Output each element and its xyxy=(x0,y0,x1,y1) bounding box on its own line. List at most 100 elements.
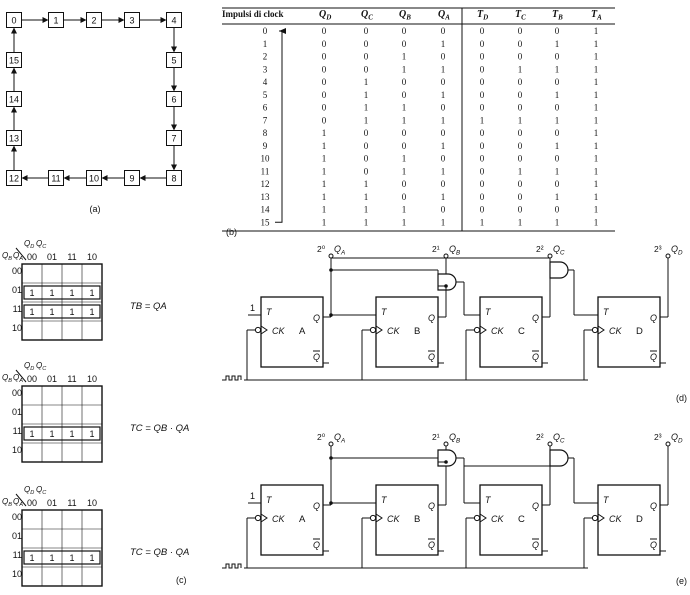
cell-r11-c8: 1 xyxy=(594,166,599,176)
flipflop-t-pin: T xyxy=(266,495,273,505)
cell-r6-c0: 6 xyxy=(263,103,268,113)
cell-r1-c0: 1 xyxy=(263,39,268,49)
flipflop-q-label: Q xyxy=(428,501,435,511)
cell-r1-c6: 0 xyxy=(518,39,523,49)
cell-r12-c6: 0 xyxy=(518,179,523,189)
cell-r1-c3: 0 xyxy=(402,39,407,49)
cell-r2-c7: 0 xyxy=(555,52,560,62)
flipflop-ck-pin: CK xyxy=(387,326,400,336)
cell-r4-c7: 0 xyxy=(555,77,560,87)
kmap-cell: 1 xyxy=(29,307,34,317)
output-weight: 2⁰ xyxy=(317,244,326,254)
output-terminal xyxy=(665,441,671,447)
cell-r15-c8: 1 xyxy=(594,217,599,227)
cell-r11-c3: 1 xyxy=(402,166,407,176)
cell-r1-c2: 0 xyxy=(364,39,369,49)
kmap-top-var: QD xyxy=(24,239,34,250)
cell-r14-c7: 0 xyxy=(555,205,560,215)
cell-r12-c8: 1 xyxy=(594,179,599,189)
cell-r9-c3: 0 xyxy=(402,141,407,151)
cell-r8-c7: 0 xyxy=(555,128,560,138)
cell-r11-c5: 0 xyxy=(480,166,485,176)
flipflop-qbar-label: Q xyxy=(532,540,539,550)
flipflop-q-label: Q xyxy=(532,313,539,323)
clock-triangle xyxy=(375,325,383,335)
state-label-1: 1 xyxy=(53,16,58,26)
kmap-cell: 1 xyxy=(69,553,74,563)
clock-bubble xyxy=(473,514,481,522)
flipflop-qbar-label: Q xyxy=(428,540,435,550)
and-gate-1 xyxy=(437,449,457,467)
cell-r7-c7: 1 xyxy=(555,115,560,125)
kmap-cell: 1 xyxy=(29,288,34,298)
cell-r6-c8: 1 xyxy=(594,103,599,113)
cell-r9-c1: 1 xyxy=(322,141,327,151)
kmap-row-00: 00 xyxy=(12,512,22,522)
cell-r15-c4: 1 xyxy=(441,217,446,227)
kmap-group-loop xyxy=(23,285,101,300)
state-label-12: 12 xyxy=(9,174,19,184)
cell-r13-c7: 1 xyxy=(555,192,560,202)
clock-bubble xyxy=(369,326,377,334)
cell-r2-c4: 0 xyxy=(441,52,446,62)
kmap-equation: TB = QA xyxy=(130,301,167,312)
cell-r7-c8: 1 xyxy=(594,115,599,125)
cell-r11-c6: 1 xyxy=(518,166,523,176)
flipflop-t-pin: T xyxy=(485,307,492,317)
panel-e-caption: (e) xyxy=(676,576,687,586)
panel-c-caption: (c) xyxy=(176,575,187,585)
clock-bubble xyxy=(254,514,262,522)
clock-waveform xyxy=(222,563,242,569)
panel-b-caption: (b) xyxy=(226,227,237,237)
flipflop-name: A xyxy=(299,326,306,337)
kmap-col-11: 11 xyxy=(67,374,76,384)
cell-r14-c8: 1 xyxy=(594,205,599,215)
flipflop-q-label: Q xyxy=(313,501,320,511)
kmap-side-var: QB xyxy=(2,497,12,508)
cell-r8-c3: 0 xyxy=(402,128,407,138)
state-label-2: 2 xyxy=(91,16,96,26)
kmap-side-var2: QA xyxy=(13,373,23,384)
kmap-row-01: 01 xyxy=(12,285,22,295)
cell-r6-c7: 0 xyxy=(555,103,560,113)
kmap-row-01: 01 xyxy=(12,531,22,541)
kmap-cell: 1 xyxy=(69,307,74,317)
cell-r9-c7: 1 xyxy=(555,141,560,151)
flipflop-qbar-label: Q xyxy=(650,352,657,362)
kmap-row-01: 01 xyxy=(12,407,22,417)
cell-r11-c2: 0 xyxy=(364,166,369,176)
cell-r5-c2: 1 xyxy=(364,90,369,100)
kmap-cell: 1 xyxy=(29,429,34,439)
kmap-col-00: 00 xyxy=(27,374,37,384)
kmap-side-var: QB xyxy=(2,373,12,384)
output-terminal xyxy=(328,253,334,259)
output-weight: 2¹ xyxy=(432,432,440,442)
clock-triangle xyxy=(260,513,268,523)
output-weight: 2³ xyxy=(654,244,662,254)
kmap-cell: 1 xyxy=(49,288,54,298)
and-gate-1 xyxy=(437,273,457,291)
clock-bubble xyxy=(369,514,377,522)
cell-r4-c5: 0 xyxy=(480,77,485,87)
output-terminal xyxy=(665,253,671,259)
cell-r10-c0: 10 xyxy=(261,154,271,164)
cell-r8-c5: 0 xyxy=(480,128,485,138)
panel-d-caption: (d) xyxy=(676,393,687,403)
cell-r5-c7: 1 xyxy=(555,90,560,100)
cell-r12-c1: 1 xyxy=(322,179,327,189)
flipflop-body xyxy=(479,296,543,368)
cell-r2-c6: 0 xyxy=(518,52,523,62)
kmap-top-var2: QC xyxy=(36,239,47,250)
kmap-group-loop xyxy=(23,550,101,565)
cell-r5-c4: 1 xyxy=(441,90,446,100)
cell-r4-c1: 0 xyxy=(322,77,327,87)
flipflop-q-label: Q xyxy=(313,313,320,323)
output-label: QA xyxy=(334,432,345,444)
cell-r7-c0: 7 xyxy=(263,115,268,125)
output-terminal xyxy=(547,441,553,447)
